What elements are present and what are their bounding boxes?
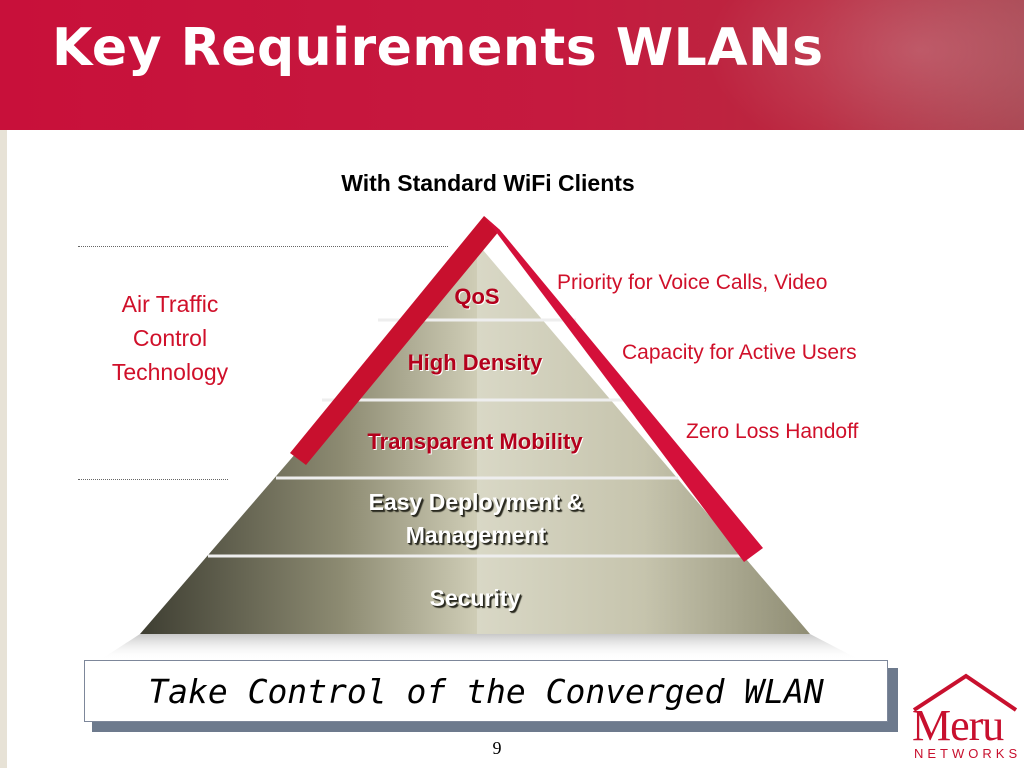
red-bracket-left-arm — [290, 216, 500, 465]
pyramid-subtitle: With Standard WiFi Clients — [341, 170, 635, 196]
tier-label-line: Management — [405, 522, 547, 548]
logo-wordmark: Meru — [912, 701, 1004, 750]
logo-subtext: NETWORKS — [914, 746, 1022, 761]
tier-transparent-mobility: Transparent Mobility — [367, 429, 583, 454]
upper-divider-line — [78, 246, 448, 247]
title-bar: Key Requirements WLANs — [0, 0, 1024, 130]
tier-high-density: High Density — [407, 350, 543, 375]
tagline-banner: Take Control of the Converged WLAN — [84, 660, 888, 722]
left-label-line: Control — [132, 325, 208, 351]
density-annotation: Capacity for Active Users — [622, 341, 857, 364]
left-label-line: Air Traffic — [121, 291, 219, 317]
qos-annotation: Priority for Voice Calls, Video — [557, 271, 828, 294]
meru-logo-roof-icon — [912, 673, 1018, 712]
left-label-line: Technology — [111, 359, 229, 385]
pyramid-shadow — [100, 634, 860, 660]
tier-qos: QoS — [454, 284, 500, 309]
slide-title: Key Requirements WLANs — [52, 18, 824, 78]
air-traffic-control-label: Air Traffic Control Technology — [70, 287, 270, 389]
red-bracket-right-arm — [484, 216, 763, 562]
header-decoration — [704, 0, 1024, 130]
left-accent-bar — [0, 130, 7, 768]
tier-easy-deployment: Easy Deployment & Management — [276, 486, 676, 552]
lower-divider-line — [78, 479, 228, 480]
tier-label-line: Easy Deployment & — [368, 489, 584, 515]
page-number: 9 — [492, 738, 502, 758]
tagline-text: Take Control of the Converged WLAN — [148, 671, 824, 711]
tier-security: Security — [429, 585, 521, 611]
mobility-annotation: Zero Loss Handoff — [686, 420, 859, 443]
